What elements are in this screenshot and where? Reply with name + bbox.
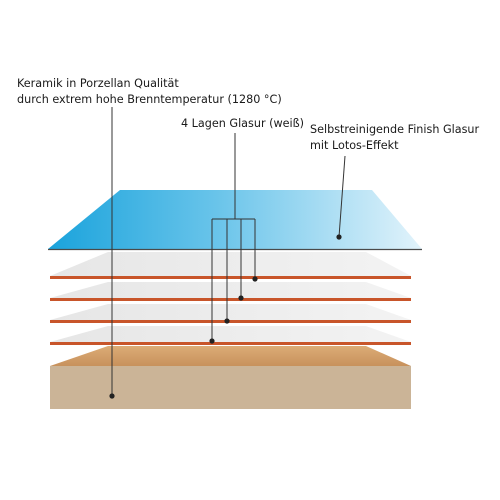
dot-finish xyxy=(336,234,342,240)
dot-glaze-2 xyxy=(238,295,244,301)
glaze-layers-label-line1: 4 Lagen Glasur (weiß) xyxy=(181,117,305,130)
white-glaze-layer-2 xyxy=(50,282,411,301)
glaze-layers-label: 4 Lagen Glasur (weiß) xyxy=(181,116,304,132)
finish-glaze-label: Selbstreinigende Finish Glasur mit Lotos… xyxy=(310,122,479,153)
leader-dots xyxy=(109,234,342,399)
ceramic-label-line2: durch extrem hohe Brenntemperatur (1280 … xyxy=(17,92,282,106)
dot-glaze-4 xyxy=(209,338,215,344)
dot-ceramic xyxy=(109,393,115,399)
white-glaze-layer-4 xyxy=(50,326,411,345)
glaze-edge-3 xyxy=(50,320,411,323)
ceramic-base xyxy=(50,346,411,409)
ceramic-label-line1: Keramik in Porzellan Qualität xyxy=(17,77,179,90)
glaze-edge-4 xyxy=(50,342,411,345)
white-glaze-layer-1 xyxy=(50,252,411,279)
dot-glaze-3 xyxy=(224,318,230,324)
glaze-edge-2 xyxy=(50,298,411,301)
leader-lines xyxy=(111,107,346,395)
glaze-edge-1 xyxy=(50,276,411,279)
finish-glaze-label-line2: mit Lotos-Effekt xyxy=(310,138,399,152)
dot-glaze-1 xyxy=(252,276,258,282)
ceramic-top-face xyxy=(50,346,411,366)
leader-finish xyxy=(338,155,346,238)
ceramic-front-face xyxy=(50,366,411,409)
ceramic-label: Keramik in Porzellan Qualität durch extr… xyxy=(17,76,282,107)
finish-glaze-label-line1: Selbstreinigende Finish Glasur xyxy=(310,123,480,136)
white-glaze-layer-3 xyxy=(50,304,411,323)
